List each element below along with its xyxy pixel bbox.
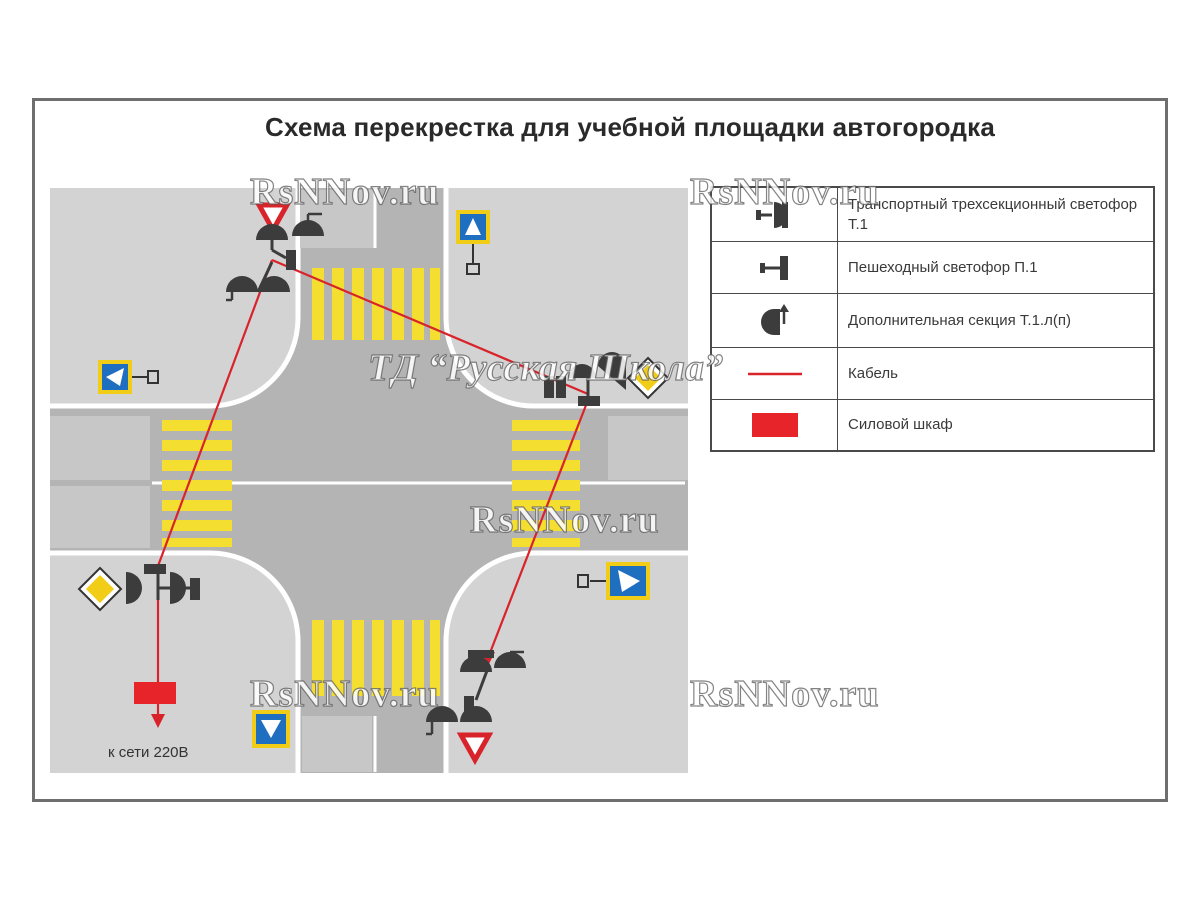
sidewalk-sw: [50, 553, 298, 773]
lane-block-w2: [50, 486, 150, 548]
power-cabinet-legend-icon: [752, 413, 798, 437]
sidewalk-nw: [50, 188, 298, 406]
pedestrian-traffic-light-icon: [760, 256, 788, 280]
legend-symbol-cell: [712, 242, 838, 293]
direction-sign-south: [252, 710, 290, 748]
give-way-sign-north: [254, 202, 292, 236]
power-cabinet-icon: [134, 682, 176, 704]
direction-sign-east: [577, 562, 650, 600]
crosswalk-west: [162, 420, 232, 547]
traffic-light-group-east: [544, 352, 626, 406]
cable-icon: [748, 372, 802, 376]
sidewalk-ne: [446, 188, 688, 406]
legend-symbol-cell: [712, 294, 838, 347]
give-way-sign-south: [456, 732, 494, 766]
traffic-light-group-south: [426, 650, 526, 736]
additional-section-icon: [761, 304, 789, 335]
legend-label: Дополнительная секция Т.1.л(п): [848, 311, 1071, 329]
priority-road-sign-west: [77, 566, 123, 612]
lane-block-w1: [50, 416, 150, 480]
page-title: Схема перекрестка для учебной площадки а…: [265, 112, 995, 142]
direction-sign-west: [98, 360, 159, 394]
legend-label: Транспортный трехсекционный светофор Т.1: [848, 195, 1138, 233]
legend-symbol-cell: [712, 348, 838, 399]
transport-traffic-light-icon: [756, 202, 788, 228]
legend-label: Кабель: [848, 364, 898, 382]
legend: Транспортный трехсекционный светофор Т.1…: [710, 186, 1155, 452]
traffic-light-group-west: [126, 564, 200, 604]
curb-nw: [50, 188, 301, 409]
lane-block-n: [300, 190, 376, 248]
traffic-light-group-north: [226, 212, 324, 302]
curb-sw: [50, 550, 301, 773]
grid-arrow: [151, 714, 165, 728]
legend-symbol-cell: [712, 188, 838, 241]
crosswalk-south: [312, 620, 440, 696]
legend-row-additional-section: Дополнительная секция Т.1.л(п): [712, 294, 1153, 348]
crosswalk-sign-north: [456, 210, 490, 275]
legend-label: Пешеходный светофор П.1: [848, 258, 1038, 276]
legend-row-pedestrian-light: Пешеходный светофор П.1: [712, 242, 1153, 294]
legend-row-power-cabinet: Силовой шкаф: [712, 400, 1153, 450]
grid-connection-label: к сети 220В: [108, 744, 189, 761]
priority-road-sign-east: [626, 356, 670, 400]
curb-se: [443, 550, 688, 773]
lane-block-s: [302, 716, 372, 772]
lane-block-e: [608, 416, 688, 480]
curb-ne: [443, 188, 688, 409]
legend-label: Силовой шкаф: [848, 416, 953, 433]
legend-row-transport-light: Транспортный трехсекционный светофор Т.1: [712, 188, 1153, 242]
legend-row-cable: Кабель: [712, 348, 1153, 400]
legend-symbol-cell: [712, 400, 838, 450]
